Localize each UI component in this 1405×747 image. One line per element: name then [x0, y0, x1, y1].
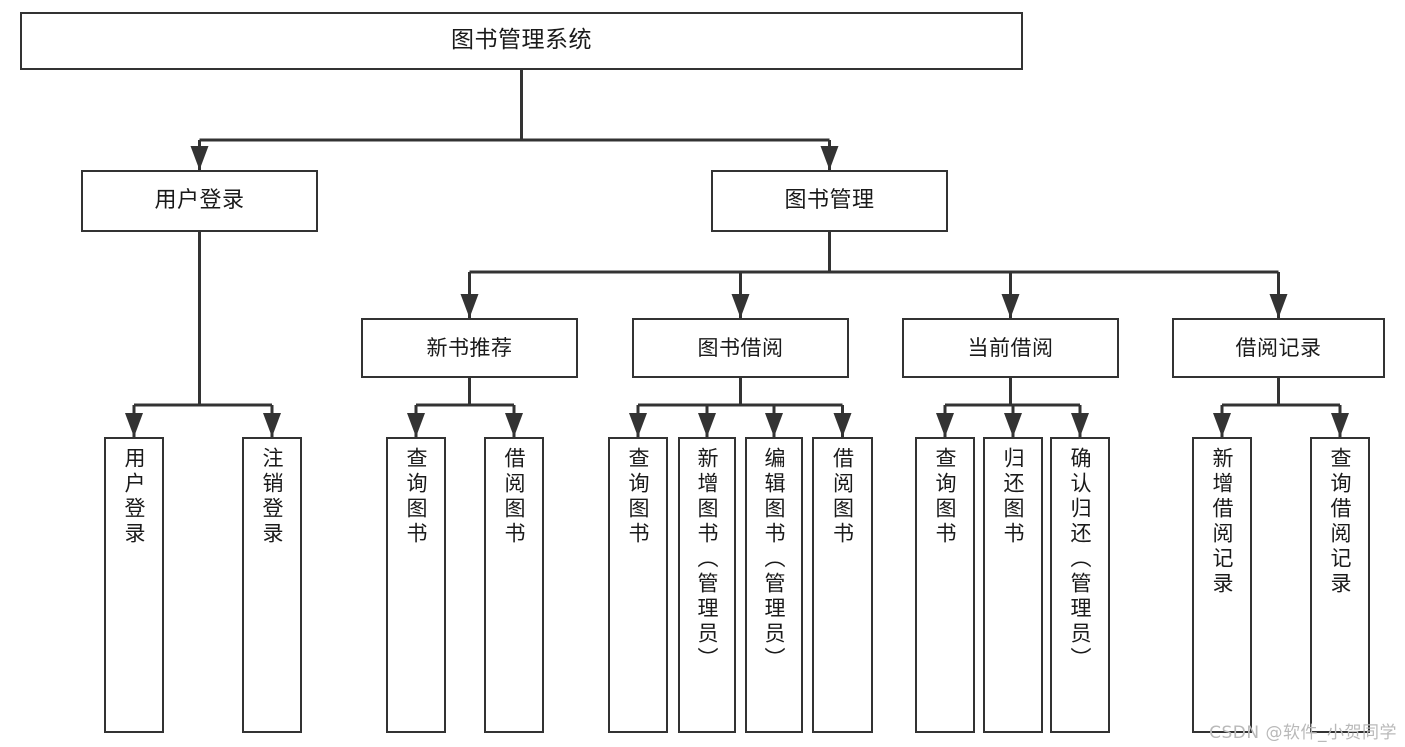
- node-bookmgmt[interactable]: 图书管理: [711, 170, 948, 232]
- arrowhead-l-addrec: [1213, 413, 1231, 437]
- node-label-current: 当前借阅: [967, 335, 1054, 360]
- node-label-l-borrow1: 借阅图书: [502, 447, 527, 547]
- node-label-l-add: 新增图书（管理员）: [695, 447, 720, 672]
- node-label-l-logout: 注销登录: [260, 447, 285, 547]
- node-l-queryrec[interactable]: 查询借阅记录: [1310, 437, 1370, 733]
- node-l-logout[interactable]: 注销登录: [242, 437, 302, 733]
- node-label-l-query1: 查询图书: [404, 447, 429, 547]
- node-label-l-queryrec: 查询借阅记录: [1328, 447, 1353, 597]
- arrowhead-l-confirm: [1071, 413, 1089, 437]
- arrowhead-l-edit: [765, 413, 783, 437]
- node-label-l-edit: 编辑图书（管理员）: [762, 447, 787, 672]
- node-root[interactable]: 图书管理系统: [20, 12, 1023, 70]
- arrowhead-records: [1269, 294, 1288, 318]
- node-newbooks[interactable]: 新书推荐: [361, 318, 578, 378]
- node-label-l-query3: 查询图书: [933, 447, 958, 547]
- node-label-bookmgmt: 图书管理: [784, 188, 875, 214]
- node-current[interactable]: 当前借阅: [902, 318, 1119, 378]
- node-label-l-confirm: 确认归还（管理员）: [1068, 447, 1093, 672]
- node-l-query2[interactable]: 查询图书: [608, 437, 668, 733]
- arrowhead-l-borrow1: [505, 413, 523, 437]
- arrowhead-l-return: [1004, 413, 1022, 437]
- node-label-records: 借阅记录: [1235, 335, 1322, 360]
- node-label-l-addrec: 新增借阅记录: [1210, 447, 1235, 597]
- arrowhead-newbooks: [460, 294, 479, 318]
- node-l-confirm[interactable]: 确认归还（管理员）: [1050, 437, 1110, 733]
- node-l-edit[interactable]: 编辑图书（管理员）: [745, 437, 803, 733]
- arrowhead-l-query3: [936, 413, 954, 437]
- node-l-query3[interactable]: 查询图书: [915, 437, 975, 733]
- arrowhead-login: [190, 146, 209, 170]
- node-borrow[interactable]: 图书借阅: [632, 318, 849, 378]
- node-label-login: 用户登录: [154, 188, 245, 214]
- arrowhead-l-query1: [407, 413, 425, 437]
- arrowhead-l-login: [125, 413, 143, 437]
- node-label-newbooks: 新书推荐: [426, 335, 513, 360]
- node-l-addrec[interactable]: 新增借阅记录: [1192, 437, 1252, 733]
- node-l-query1[interactable]: 查询图书: [386, 437, 446, 733]
- arrowhead-l-query2: [629, 413, 647, 437]
- arrowhead-l-borrow2: [833, 413, 852, 437]
- node-login[interactable]: 用户登录: [81, 170, 318, 232]
- arrowhead-borrow: [731, 294, 750, 318]
- node-l-borrow1[interactable]: 借阅图书: [484, 437, 544, 733]
- arrowhead-l-logout: [263, 413, 281, 437]
- node-label-l-query2: 查询图书: [626, 447, 651, 547]
- node-l-login[interactable]: 用户登录: [104, 437, 164, 733]
- node-label-l-login: 用户登录: [122, 447, 147, 547]
- node-records[interactable]: 借阅记录: [1172, 318, 1385, 378]
- node-label-root: 图书管理系统: [451, 27, 592, 54]
- node-label-l-return: 归还图书: [1001, 447, 1026, 547]
- node-l-borrow2[interactable]: 借阅图书: [812, 437, 873, 733]
- node-l-add[interactable]: 新增图书（管理员）: [678, 437, 736, 733]
- arrowhead-bookmgmt: [820, 146, 839, 170]
- arrowhead-l-queryrec: [1331, 413, 1349, 437]
- node-label-borrow: 图书借阅: [697, 335, 784, 360]
- node-label-l-borrow2: 借阅图书: [830, 447, 855, 547]
- arrowhead-l-add: [698, 413, 716, 437]
- node-l-return[interactable]: 归还图书: [983, 437, 1043, 733]
- arrowhead-current: [1001, 294, 1020, 318]
